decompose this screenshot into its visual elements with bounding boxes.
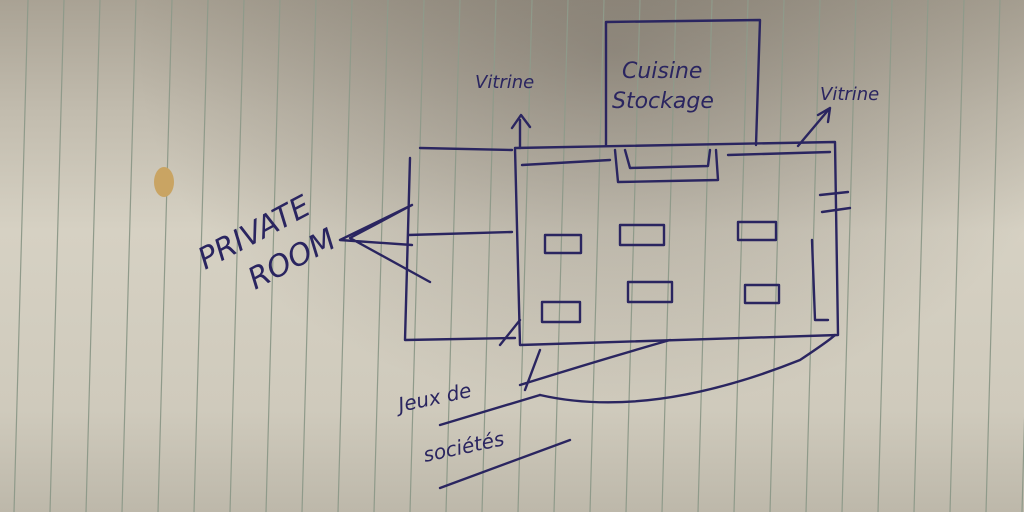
rule-line	[49, 0, 65, 512]
label-vitrine-right: Vitrine	[820, 84, 879, 105]
table	[543, 233, 583, 255]
rule-line	[877, 0, 893, 512]
rule-line	[949, 0, 965, 512]
main-hall	[513, 140, 840, 347]
rule-line	[85, 0, 101, 512]
rule-line	[553, 0, 569, 512]
rule-line	[697, 0, 713, 512]
label-games-2: sociétés	[421, 426, 506, 467]
arrow-private-room	[338, 203, 432, 284]
rule-line	[481, 0, 497, 512]
label-games: Jeux de	[392, 378, 473, 418]
rule-line	[337, 0, 353, 512]
rule-line	[121, 0, 137, 512]
rule-line	[265, 0, 281, 512]
table	[626, 280, 674, 304]
rule-line	[445, 0, 461, 512]
kitchen-outline	[604, 18, 762, 147]
rule-line	[589, 0, 605, 512]
rule-line	[13, 0, 29, 512]
table	[540, 300, 582, 324]
floor-plan	[338, 18, 852, 490]
right-marks	[810, 190, 852, 322]
underline	[438, 393, 572, 490]
rule-line	[517, 0, 533, 512]
label-vitrine-left: Vitrine	[475, 72, 534, 93]
rule-line	[625, 0, 641, 512]
rule-line	[769, 0, 785, 512]
inner-wall	[520, 148, 832, 184]
table	[743, 283, 781, 305]
games-arrows	[498, 318, 837, 404]
rule-line	[841, 0, 857, 512]
rule-line	[985, 0, 1001, 512]
arrow-vitrine-right	[796, 106, 832, 148]
label-storage: Stockage	[612, 89, 714, 114]
rule-line	[229, 0, 245, 512]
rule-line	[193, 0, 209, 512]
arrow-vitrine-left	[510, 113, 532, 150]
private-room	[403, 146, 517, 342]
rule-line	[913, 0, 929, 512]
table	[618, 223, 666, 247]
rule-line	[409, 0, 425, 512]
rule-line	[661, 0, 677, 512]
rule-line	[157, 0, 173, 512]
coffee-stain	[154, 167, 174, 197]
label-kitchen: Cuisine	[622, 59, 702, 84]
rule-line	[301, 0, 317, 512]
table	[736, 220, 778, 242]
rule-line	[733, 0, 749, 512]
